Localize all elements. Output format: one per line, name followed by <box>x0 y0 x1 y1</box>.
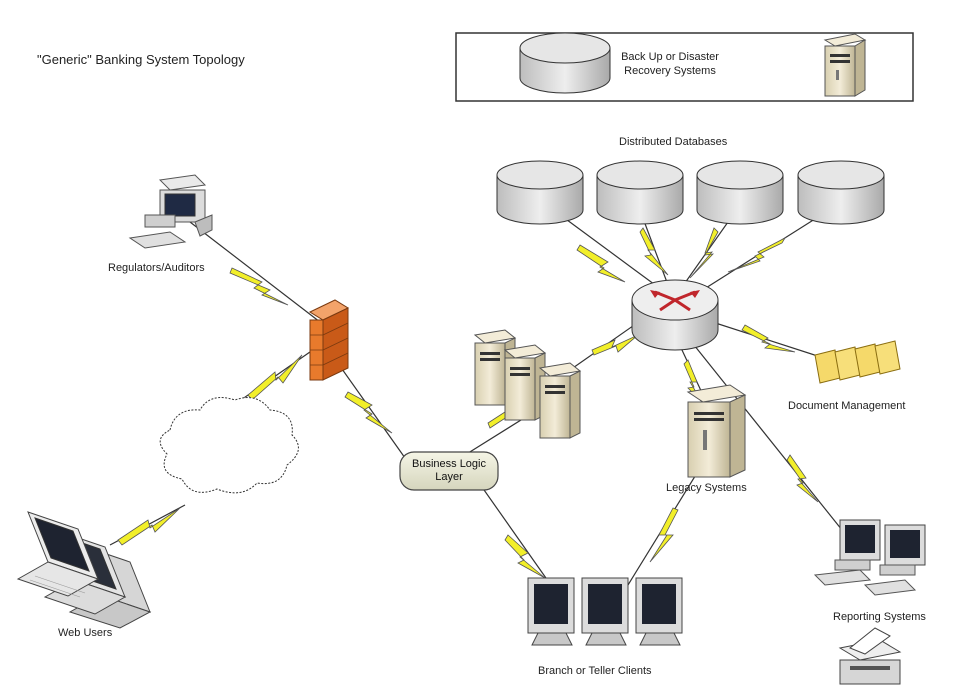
monitor-icon <box>635 577 683 646</box>
distributed-databases <box>496 160 885 225</box>
lightning-bolt <box>649 507 679 563</box>
lightning-bolt <box>117 507 181 546</box>
backup-label-line1: Back Up or Disaster <box>621 51 719 63</box>
firewall-icon <box>308 299 350 381</box>
regulators-label: Regulators/Auditors <box>108 262 205 274</box>
lightning-bolt <box>639 227 669 276</box>
backup-label-line2: Recovery Systems <box>624 65 716 77</box>
backup-systems-label: Back Up or Disaster Recovery Systems <box>610 50 730 78</box>
folder-icon <box>814 340 901 384</box>
line-logic-branch <box>469 469 561 599</box>
desktop-computer-icon <box>863 524 926 596</box>
business-logic-line1: Business Logic <box>412 458 486 470</box>
lightning-bolt <box>576 244 626 283</box>
diagram-title: "Generic" Banking System Topology <box>37 52 245 67</box>
lightning-bolt <box>247 354 303 401</box>
business-logic-label: Business Logic Layer <box>404 458 494 484</box>
line-router-reporting <box>689 339 851 541</box>
backup-systems-box <box>455 32 914 102</box>
lightning-bolt <box>786 454 819 503</box>
web-users-label: Web Users <box>58 627 113 639</box>
legacy-systems-label: Legacy Systems <box>666 482 747 494</box>
branch-clients-label: Branch or Teller Clients <box>538 665 652 677</box>
server-icon <box>686 384 747 478</box>
database-icon <box>496 160 584 225</box>
lightning-bolt <box>727 236 787 273</box>
router-icon <box>631 279 719 351</box>
line-regulators-firewall <box>189 221 321 323</box>
lightning-bolt <box>344 391 393 434</box>
lightning-bolt <box>229 267 289 306</box>
monitor-icon <box>527 577 575 646</box>
monitor-icon <box>581 577 629 646</box>
database-icon <box>519 32 611 94</box>
lightning-bolt <box>504 534 546 579</box>
laptop-icon <box>16 511 100 598</box>
business-logic-line2: Layer <box>435 471 463 483</box>
lightning-bolt <box>591 334 639 356</box>
desktop-computer-icon <box>128 174 213 249</box>
distributed-databases-label: Distributed Databases <box>619 136 728 148</box>
business-logic-layer-box <box>399 451 499 491</box>
database-icon <box>696 160 784 225</box>
desktop-computer-icon <box>813 519 881 586</box>
printer-icon <box>838 627 902 685</box>
database-icon <box>797 160 885 225</box>
document-management-label: Document Management <box>788 400 906 412</box>
server-icon <box>823 33 867 97</box>
cloud-icon <box>159 397 299 494</box>
database-icon <box>596 160 684 225</box>
lightning-bolt <box>689 227 719 279</box>
server-icon <box>538 362 582 439</box>
lightning-bolt <box>741 324 796 353</box>
reporting-systems-label: Reporting Systems <box>833 611 926 623</box>
